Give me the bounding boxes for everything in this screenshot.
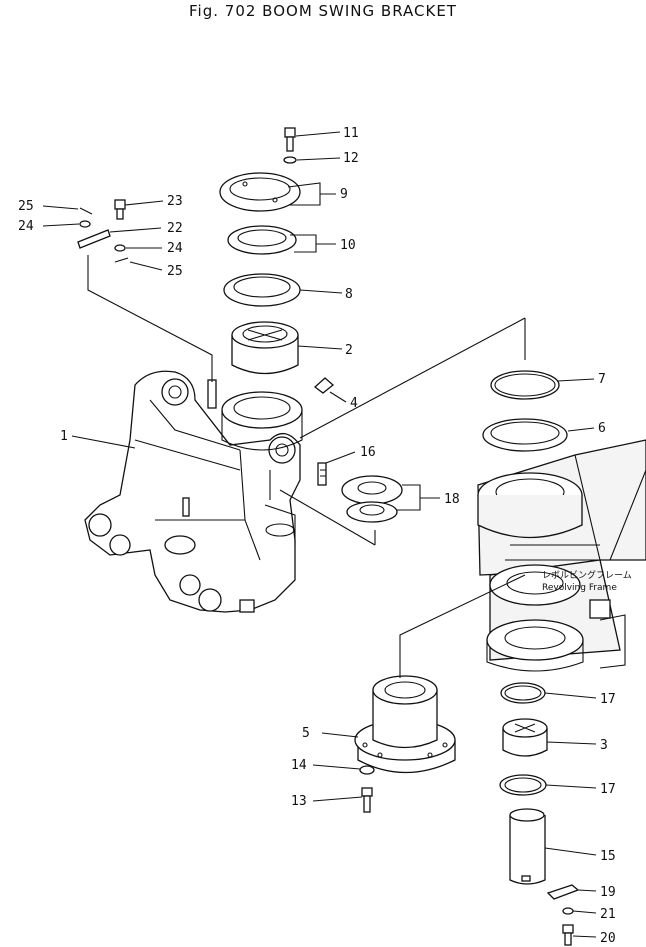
callout-24-left: 24 [18, 219, 34, 234]
grease-fitting-16 [317, 462, 327, 486]
revolving-frame [477, 439, 646, 672]
ring-17-upper [500, 682, 546, 704]
callout-22: 22 [167, 221, 183, 236]
callout-4: 4 [350, 396, 358, 411]
leader-lines [42, 131, 597, 938]
callout-8: 8 [345, 287, 353, 302]
callout-21: 21 [600, 907, 616, 922]
washer-12 [283, 156, 297, 164]
bushing-3 [502, 718, 548, 757]
callout-16: 16 [360, 445, 376, 460]
callout-12: 12 [343, 151, 359, 166]
grease-fitting-4 [313, 377, 335, 394]
washer-14 [359, 765, 375, 775]
pin-stud [207, 379, 217, 409]
shim-10 [227, 225, 297, 255]
bolt-13 [361, 787, 373, 813]
bolt-20 [562, 924, 574, 946]
bolt-11 [284, 127, 296, 152]
bushing-2 [231, 321, 299, 375]
callout-24-right: 24 [167, 241, 183, 256]
connector-lines [87, 255, 526, 678]
figure-title: Fig. 702 BOOM SWING BRACKET [189, 2, 457, 20]
callout-13: 13 [291, 794, 307, 809]
callout-3: 3 [600, 738, 608, 753]
callout-17-lower: 17 [600, 782, 616, 797]
callout-23: 23 [167, 194, 183, 209]
callout-2: 2 [345, 343, 353, 358]
callout-10: 10 [340, 238, 356, 253]
cover-5 [354, 675, 456, 774]
callout-17-upper: 17 [600, 692, 616, 707]
callout-25-right: 25 [167, 264, 183, 279]
callout-19: 19 [600, 885, 616, 900]
callout-14: 14 [291, 758, 307, 773]
callout-9: 9 [340, 187, 348, 202]
callout-25-left: 25 [18, 199, 34, 214]
pin-15 [509, 808, 546, 885]
callout-6: 6 [598, 421, 606, 436]
callout-20: 20 [600, 931, 616, 946]
callout-1: 1 [60, 429, 68, 444]
callout-5: 5 [302, 726, 310, 741]
callout-labels: 11 12 9 10 8 2 4 1 7 6 16 18 23 22 24 25… [18, 126, 616, 946]
plate-19 [546, 884, 580, 900]
revolving-frame-label-en: Revolving Frame [542, 583, 617, 593]
revolving-frame-label-jp: レボルビングフレーム [542, 569, 632, 581]
washer-21 [562, 907, 574, 915]
shim-6 [482, 418, 568, 452]
seal-8 [223, 273, 301, 307]
shims-18 [341, 475, 403, 523]
plate-9 [219, 172, 301, 212]
callout-11: 11 [343, 126, 359, 141]
seal-7 [490, 370, 560, 400]
callout-7: 7 [598, 372, 606, 387]
callout-18: 18 [444, 492, 460, 507]
bracket-body [84, 370, 303, 613]
ring-17-lower [499, 774, 547, 796]
callout-15: 15 [600, 849, 616, 864]
